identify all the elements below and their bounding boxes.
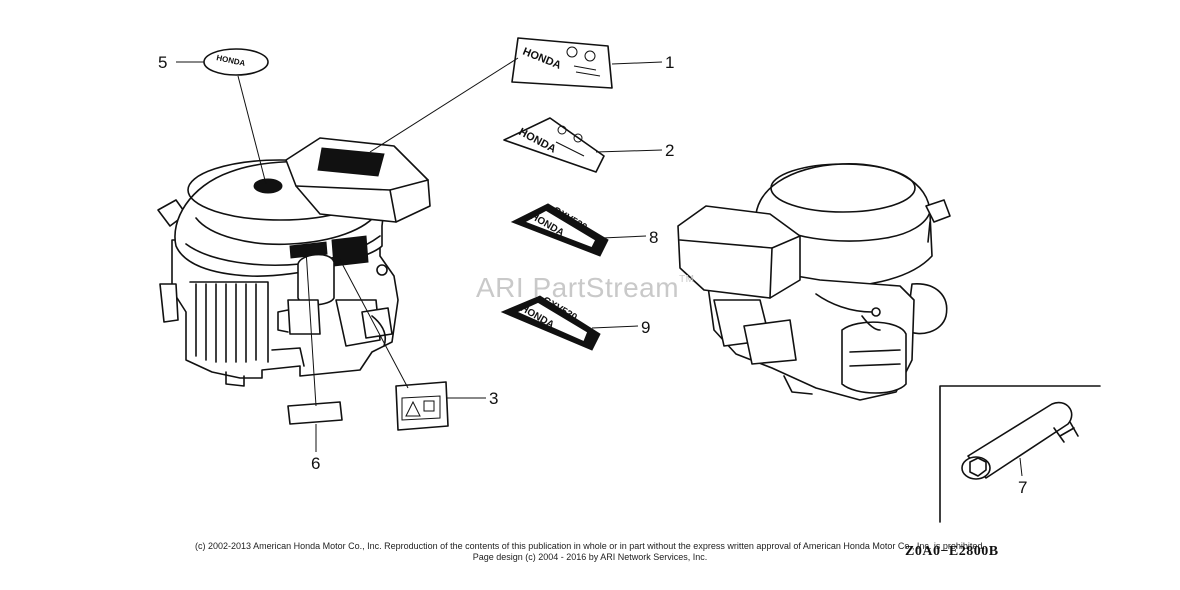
callout-9: 9 [641, 318, 650, 337]
copyright-line-2: Page design (c) 2004 - 2016 by ARI Netwo… [472, 552, 708, 562]
copyright-notice: (c) 2002-2013 American Honda Motor Co., … [150, 541, 1030, 563]
left-engine-drawing [157, 137, 431, 387]
label-5-oval-badge: HONDA [203, 48, 269, 76]
callout-7: 7 [1018, 478, 1027, 497]
diagram-code: Z0A0−E2800B [905, 544, 999, 559]
leader-lines [176, 57, 1023, 477]
label-6-blank-decal [287, 401, 343, 425]
callout-3: 3 [489, 389, 498, 408]
ari-partstream-watermark: ARI PartStreamTM [476, 272, 695, 304]
label-8-decal: HONDA GXV530 [510, 203, 609, 257]
watermark-trademark: TM [679, 274, 695, 285]
callout-2: 2 [665, 141, 674, 160]
right-engine-drawing [677, 163, 951, 401]
callout-8: 8 [649, 228, 658, 247]
watermark-brand: ARI PartStream [476, 272, 680, 303]
label-3-warning-decal [395, 381, 449, 431]
tool-7-spark-plug-wrench [939, 385, 1101, 523]
callout-6: 6 [311, 454, 320, 473]
label-1-decal: HONDA [511, 37, 613, 89]
callout-5: 5 [158, 53, 167, 72]
copyright-line-1: (c) 2002-2013 American Honda Motor Co., … [195, 541, 985, 551]
label-2-decal: HONDA [503, 117, 605, 173]
callout-1: 1 [665, 53, 674, 72]
